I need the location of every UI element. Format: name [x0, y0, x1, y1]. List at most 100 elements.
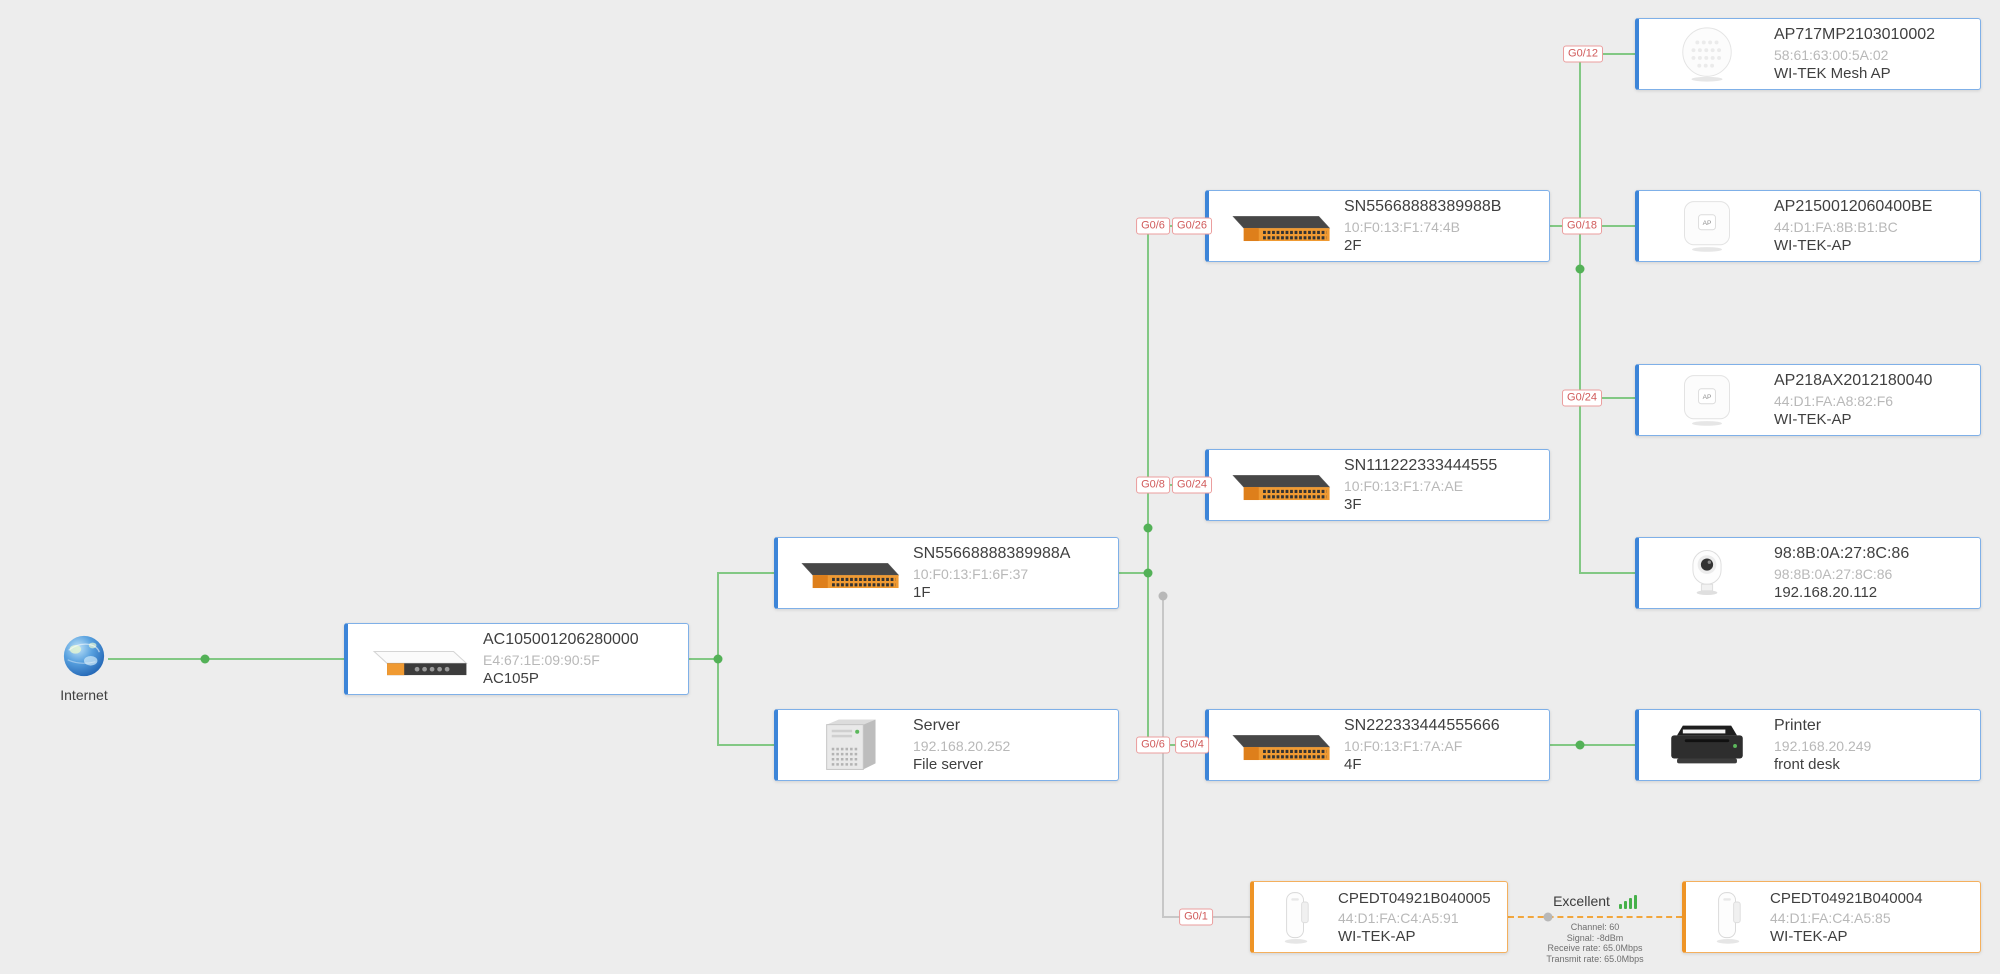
junction-dot: [713, 654, 723, 664]
device-mac: 58:61:63:00:5A:02: [1774, 47, 1889, 63]
link-trunk-camera: [1580, 572, 1635, 574]
device-card-printer[interactable]: Printer 192.168.20.249 front desk: [1635, 709, 1981, 781]
junction-dot: [1575, 264, 1585, 274]
device-info: SN55668888389988B 10:F0:13:F1:74:4B 2F: [1344, 198, 1549, 254]
port-badge-g0-6-sw4f: G0/6: [1136, 736, 1170, 754]
device-title: AP717MP2103010002: [1774, 26, 1936, 43]
device-card-ap218ax[interactable]: AP218AX2012180040 44:D1:FA:A8:82:F6 WI-T…: [1635, 364, 1981, 436]
device-title: 98:8B:0A:27:8C:86: [1774, 545, 1910, 562]
internet-globe-icon: [61, 633, 107, 679]
link-trunk-mesh-ap: [1580, 53, 1635, 55]
device-card-file-server[interactable]: Server 192.168.20.252 File server: [774, 709, 1119, 781]
link-ac-stub: [689, 658, 718, 660]
device-name: AC105P: [483, 670, 539, 687]
device-mac: 44:D1:FA:8B:B1:BC: [1774, 219, 1898, 235]
device-info: SN55668888389988A 10:F0:13:F1:6F:37 1F: [913, 545, 1118, 601]
device-info: AC105001206280000 E4:67:1E:09:90:5F AC10…: [483, 631, 688, 687]
port-badge-g0-24-sw3f: G0/24: [1172, 476, 1212, 494]
device-title: SN55668888389988A: [913, 545, 1071, 562]
cpe-icon: [1254, 887, 1338, 947]
device-title: Printer: [1774, 717, 1822, 734]
device-mac: 10:F0:13:F1:74:4B: [1344, 219, 1460, 235]
device-card-cpe-040004[interactable]: CPEDT04921B040004 44:D1:FA:C4:A5:85 WI-T…: [1682, 881, 1981, 953]
cpe-icon: [1686, 887, 1770, 947]
switch-icon: [1209, 200, 1344, 252]
device-mac: 98:8B:0A:27:8C:86: [1774, 566, 1893, 582]
device-info: SN222333444555666 10:F0:13:F1:7A:AF 4F: [1344, 717, 1549, 773]
device-name: WI-TEK-AP: [1770, 927, 1848, 945]
device-name: 3F: [1344, 496, 1362, 513]
internet-label: Internet: [60, 687, 108, 703]
port-badge-g0-6-sw2f: G0/6: [1136, 217, 1170, 235]
device-card-camera[interactable]: 98:8B:0A:27:8C:86 98:8B:0A:27:8C:86 192.…: [1635, 537, 1981, 609]
port-badge-g0-8: G0/8: [1136, 476, 1170, 494]
device-card-ac105p[interactable]: AC105001206280000 E4:67:1E:09:90:5F AC10…: [344, 623, 689, 695]
device-card-ap2150[interactable]: AP2150012060400BE 44:D1:FA:8B:B1:BC WI-T…: [1635, 190, 1981, 262]
device-mac: 44:D1:FA:A8:82:F6: [1774, 393, 1894, 409]
device-title: CPEDT04921B040004: [1770, 889, 1923, 907]
wireless-receive-rate: Receive rate: 65.0Mbps: [1547, 943, 1643, 953]
device-name: front desk: [1774, 756, 1840, 773]
junction-dot: [1143, 568, 1153, 578]
device-info: CPEDT04921B040004 44:D1:FA:C4:A5:85 WI-T…: [1770, 890, 1980, 945]
device-name: WI-TEK-AP: [1774, 237, 1852, 254]
device-info: Printer 192.168.20.249 front desk: [1774, 717, 1980, 773]
link-branch-server: [718, 744, 774, 746]
device-info: SN111222333444555 10:F0:13:F1:7A:AE 3F: [1344, 457, 1549, 513]
server-icon: [778, 714, 913, 776]
device-name: WI-TEK-AP: [1774, 411, 1852, 428]
device-mac: 10:F0:13:F1:6F:37: [913, 566, 1029, 582]
junction-dot-gray: [1543, 912, 1553, 922]
device-info: AP2150012060400BE 44:D1:FA:8B:B1:BC WI-T…: [1774, 198, 1980, 254]
junction-dot: [1575, 740, 1585, 750]
wireless-channel: Channel: 60: [1570, 922, 1620, 932]
link-right-trunk-vertical: [1579, 53, 1581, 574]
wireless-signal: Signal: -8dBm: [1566, 932, 1624, 943]
device-name: WI-TEK-AP: [1338, 927, 1416, 945]
device-title: AP2150012060400BE: [1774, 198, 1933, 215]
device-card-mesh-ap[interactable]: AP717MP2103010002 58:61:63:00:5A:02 WI-T…: [1635, 18, 1981, 90]
signal-strength-icon: [1618, 894, 1637, 909]
device-name: 4F: [1344, 756, 1362, 773]
wireless-link-quality: Excellent: [1505, 893, 1685, 909]
device-name: 2F: [1344, 237, 1362, 254]
link-sw1f-trunk: [1119, 572, 1148, 574]
ap-icon: [1639, 370, 1774, 430]
link-trunk-ap218: [1580, 397, 1635, 399]
switch-icon: [1209, 719, 1344, 771]
device-ip: 192.168.20.112: [1774, 584, 1878, 601]
device-mac: 44:D1:FA:C4:A5:91: [1338, 909, 1459, 926]
link-wireless-dashed: [1508, 916, 1682, 918]
link-branch-sw1f: [718, 572, 774, 574]
device-card-switch-3f[interactable]: SN111222333444555 10:F0:13:F1:7A:AE 3F: [1205, 449, 1550, 521]
router-icon: [348, 633, 483, 685]
device-title: Server: [913, 717, 961, 734]
device-name: 1F: [913, 584, 931, 601]
device-mac: 10:F0:13:F1:7A:AE: [1344, 478, 1464, 494]
device-ip: 192.168.20.249: [1774, 738, 1872, 754]
camera-icon: [1639, 543, 1774, 603]
device-name: WI-TEK Mesh AP: [1774, 65, 1891, 82]
device-card-cpe-040005[interactable]: CPEDT04921B040005 44:D1:FA:C4:A5:91 WI-T…: [1250, 881, 1508, 953]
device-title: SN55668888389988B: [1344, 198, 1502, 215]
link-sw4f-printer: [1550, 744, 1635, 746]
internet-node[interactable]: Internet: [34, 633, 134, 703]
device-card-switch-1f[interactable]: SN55668888389988A 10:F0:13:F1:6F:37 1F: [774, 537, 1119, 609]
device-info: CPEDT04921B040005 44:D1:FA:C4:A5:91 WI-T…: [1338, 890, 1507, 945]
device-title: SN222333444555666: [1344, 717, 1500, 734]
port-badge-g0-12: G0/12: [1563, 45, 1603, 63]
device-title: AP218AX2012180040: [1774, 372, 1933, 389]
device-info: AP717MP2103010002 58:61:63:00:5A:02 WI-T…: [1774, 26, 1980, 82]
device-title: AC105001206280000: [483, 631, 639, 648]
wireless-transmit-rate: Transmit rate: 65.0Mbps: [1546, 953, 1644, 964]
device-card-switch-2f[interactable]: SN55668888389988B 10:F0:13:F1:74:4B 2F: [1205, 190, 1550, 262]
device-card-switch-4f[interactable]: SN222333444555666 10:F0:13:F1:7A:AF 4F: [1205, 709, 1550, 781]
device-title: CPEDT04921B040005: [1338, 889, 1491, 907]
printer-icon: [1639, 716, 1774, 774]
device-title: SN111222333444555: [1344, 457, 1498, 474]
junction-dot-gray: [1158, 591, 1168, 601]
device-info: Server 192.168.20.252 File server: [913, 717, 1118, 773]
device-mac: 44:D1:FA:C4:A5:85: [1770, 909, 1891, 926]
junction-dot: [1143, 523, 1153, 533]
